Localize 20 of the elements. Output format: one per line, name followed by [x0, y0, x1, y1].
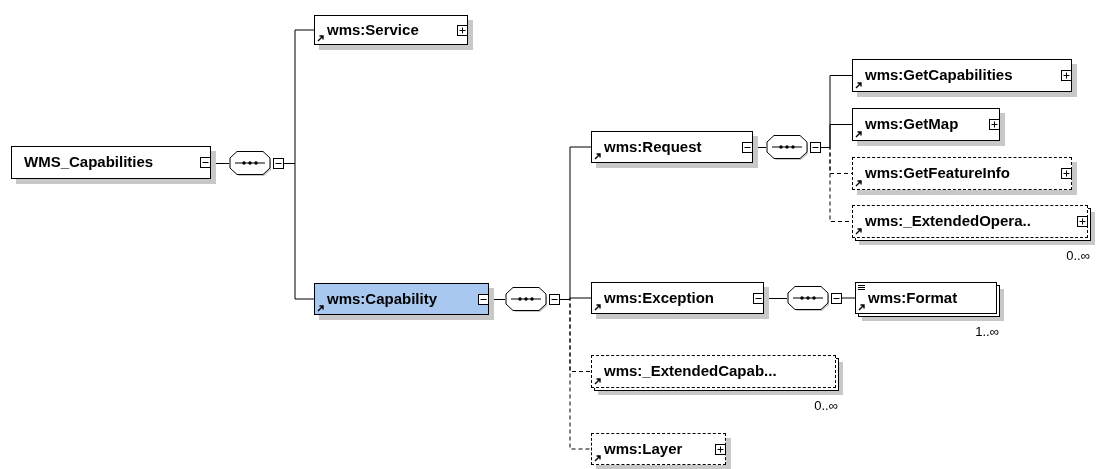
- element-name: wms:GetFeatureInfo: [865, 163, 1011, 184]
- element-name: wms:Exception: [604, 287, 715, 308]
- occurrence-label: 0..∞: [1065, 247, 1090, 265]
- element-name: wms:_ExtendedOpera..: [865, 211, 1031, 232]
- sequence-compositor: [787, 286, 842, 311]
- connector-line: [841, 297, 856, 299]
- sequence-compositor: [229, 151, 284, 176]
- element-name: wms:_ExtendedCapab...: [604, 361, 777, 382]
- element-name: WMS_Capabilities: [24, 152, 154, 173]
- element-name: wms:Layer: [604, 438, 683, 459]
- sequence-compositor: [505, 287, 560, 312]
- element-name: wms:Capability: [327, 288, 438, 309]
- occurrence-label: 0..∞: [813, 397, 838, 415]
- element-name: wms:Service: [327, 19, 419, 40]
- sequence-compositor: [766, 135, 821, 160]
- element-name: wms:Request: [604, 136, 702, 157]
- element-name: wms:Format: [868, 287, 958, 308]
- element-name: wms:GetMap: [865, 114, 959, 135]
- occurrence-label: 1..∞: [974, 323, 999, 341]
- element-name: wms:GetCapabilities: [865, 65, 1013, 86]
